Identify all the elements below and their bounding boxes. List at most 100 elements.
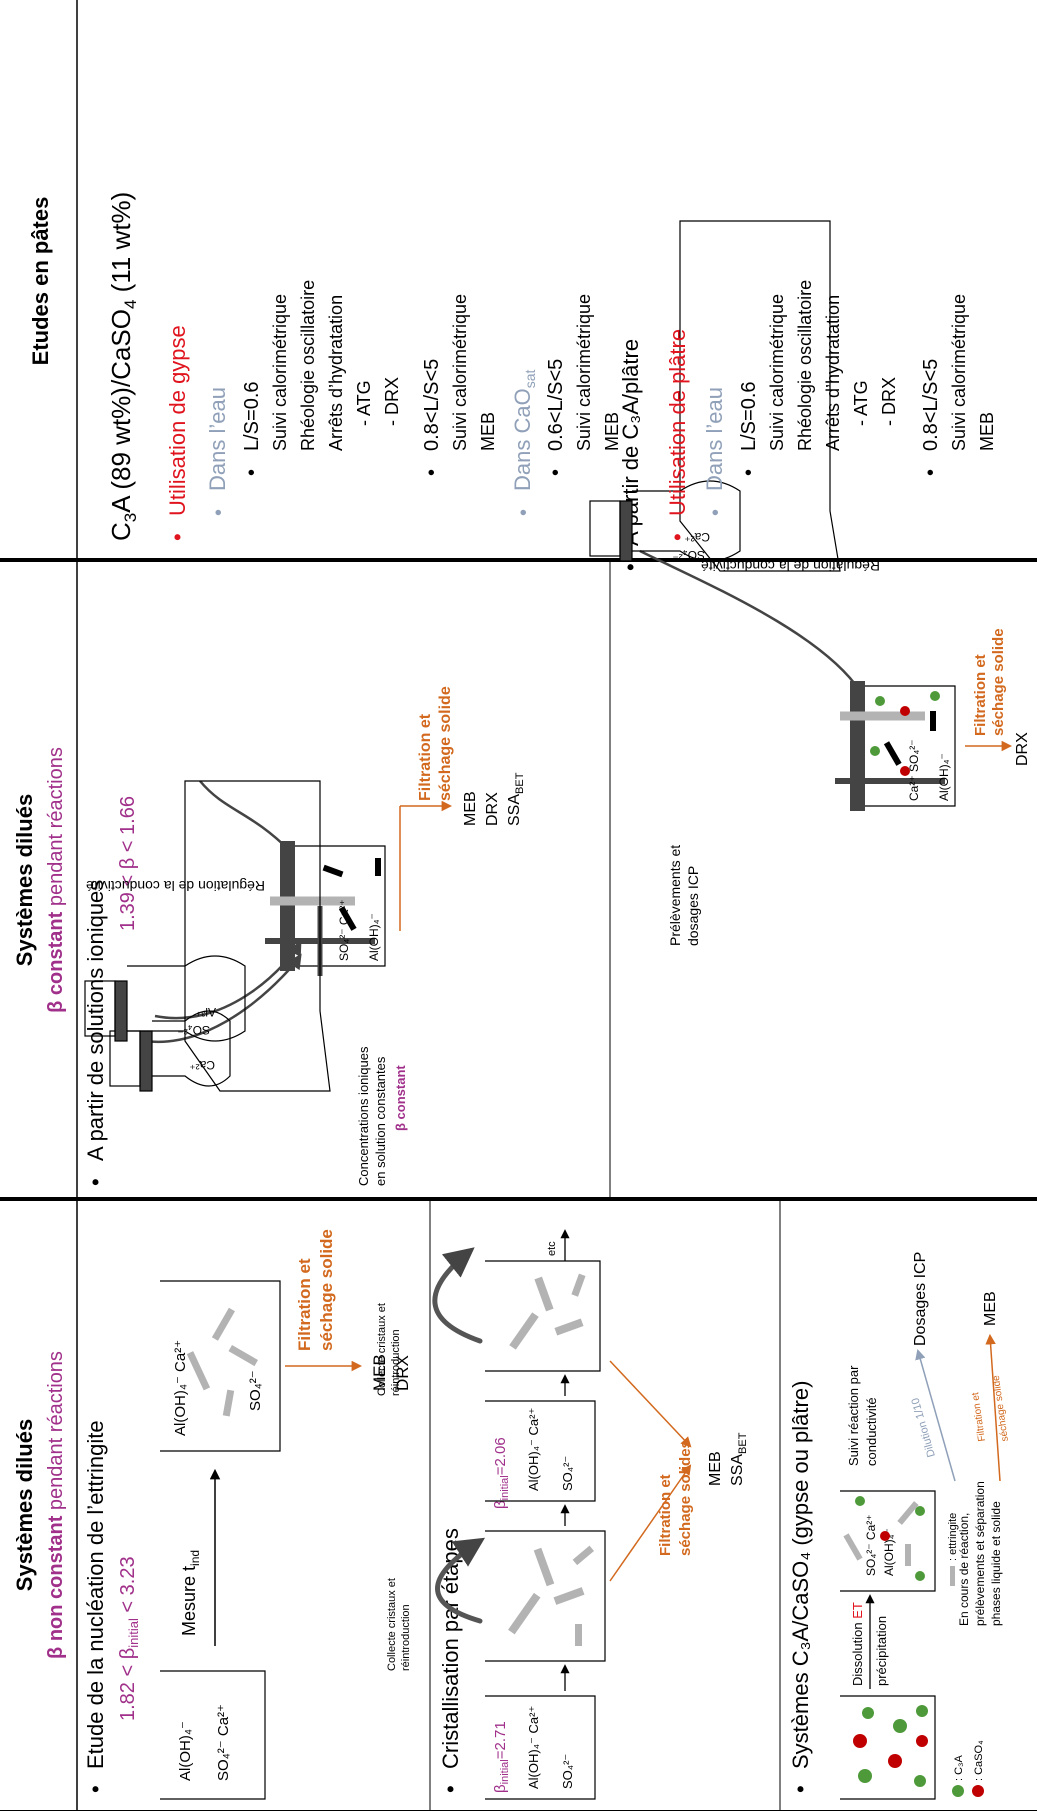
ionic-filtration-l1: Filtration et bbox=[417, 713, 434, 801]
systemes-cours-l2: prélèvements et séparation bbox=[973, 1481, 987, 1626]
header-left-subtitle: β non constant pendant réactions bbox=[45, 1351, 67, 1659]
nucleation-measure: Mesure tind bbox=[179, 1550, 202, 1636]
platre-tube bbox=[639, 549, 862, 692]
cristallisation-filtration-arrow-2 bbox=[609, 1360, 692, 1448]
ionic-bottle-2 bbox=[127, 955, 246, 1042]
ionic-result-l2: DRX bbox=[484, 792, 501, 826]
systemes-bullet: • bbox=[788, 1785, 813, 1793]
ionic-conc-l1: Concentrations ioniques bbox=[356, 1046, 371, 1186]
pates-rheo-2: Rhéologie oscillatoire bbox=[795, 280, 815, 451]
pates-platre: Utilisation de plâtre bbox=[665, 329, 690, 516]
pates-formula: C3A (89 wt%)/CaSO4 (11 wt%) bbox=[106, 192, 140, 541]
cristallisation-result-l1: MEB bbox=[707, 1451, 724, 1486]
cristallisation-beaker-1 bbox=[485, 1695, 596, 1800]
pates-eau2-bullet: • bbox=[705, 509, 727, 516]
platre-bottle-l1: SO₄²⁻ bbox=[672, 548, 705, 562]
ionic-bottle-1 bbox=[152, 1010, 231, 1087]
nucleation-beaker-2 bbox=[160, 1280, 281, 1452]
pates-arrets-2: Arrêts d’hydratation bbox=[823, 295, 843, 451]
pates-eau2: Dans l’eau bbox=[702, 387, 727, 491]
cristallisation-filtration-arrow-1 bbox=[609, 1464, 692, 1582]
systemes-cours-l3: phases liquide et solide bbox=[989, 1501, 1003, 1626]
platre-prelev-l2: dosages ICP bbox=[685, 866, 701, 946]
platre-reactor-ion-l1: Ca²⁺ SO₄²⁻ bbox=[907, 739, 921, 801]
ionic-conc-l2: en solution constantes bbox=[373, 1056, 388, 1186]
ionic-bullet: • bbox=[83, 1178, 108, 1186]
systemes-heading: Systèmes C₃A/CaSO₄ (gypse ou plâtre) bbox=[788, 1381, 813, 1769]
cristallisation-collect-2-l2: réintroduction bbox=[390, 1329, 402, 1396]
systemes-suivi-l2: conductivité bbox=[864, 1397, 879, 1466]
pates-rheo-1: Rhéologie oscillatoire bbox=[298, 280, 318, 451]
ionic-bottle-2-l2: Al³⁺ bbox=[195, 1005, 216, 1019]
platre-filtration-l1: Filtration et bbox=[972, 654, 989, 736]
systemes-beaker-1 bbox=[840, 1695, 936, 1800]
ionic-cap-2 bbox=[114, 980, 128, 1042]
pates-ls5-bullet-2: • bbox=[920, 469, 942, 476]
pates-ls06-2: L/S=0.6 bbox=[738, 381, 760, 451]
ionic-bath bbox=[184, 780, 331, 1092]
pates-suivi-5: Suivi calorimétrique bbox=[949, 294, 969, 451]
cristallisation-filtration-l2: séchage solides bbox=[677, 1440, 694, 1556]
systemes-beaker-2-ion-l1: SO₄²⁻ Ca²⁺ bbox=[864, 1514, 878, 1576]
section-platre: • A partir de C₃A/plâtre Prélèvements et… bbox=[589, 220, 1031, 946]
section-pates: C3A (89 wt%)/CaSO4 (11 wt%) • Utilisatio… bbox=[106, 192, 997, 541]
cristallisation-beta-2: βinitial=2.06 bbox=[492, 1437, 511, 1509]
legend-c3a-dot bbox=[952, 1785, 964, 1797]
pates-ls5-bullet-1: • bbox=[421, 469, 443, 476]
section-ionic: • A partir de solutions ioniques 1.39 < … bbox=[83, 686, 526, 1186]
section-cristallisation: • Cristallisation par étapes βinitial=2.… bbox=[376, 1229, 749, 1800]
section-nucleation: • Etude de la nucléation de l’ettringite… bbox=[83, 1229, 412, 1800]
platre-bottle bbox=[589, 220, 841, 572]
pates-meb-3: MEB bbox=[977, 412, 997, 451]
pates-ls5-1: 0.8<L/S<5 bbox=[421, 359, 443, 451]
cristallisation-filtration-l1: Filtration et bbox=[657, 1474, 674, 1556]
systemes-suivi-l1: Suivi réaction par bbox=[846, 1365, 861, 1466]
pates-atg-1: - ATG bbox=[354, 380, 374, 426]
pates-suivi-1: Suivi calorimétrique bbox=[270, 294, 290, 451]
pates-drx-2: - DRX bbox=[879, 377, 899, 426]
systemes-beaker-2 bbox=[840, 1490, 936, 1592]
nucleation-beaker-1-ion-l2: SO₄²⁻ Ca²⁺ bbox=[215, 1704, 232, 1781]
pates-ls06-bullet-2: • bbox=[738, 469, 760, 476]
pates-ls5b: 0.6<L/S<5 bbox=[545, 359, 567, 451]
nucleation-bullet: • bbox=[83, 1785, 108, 1793]
ionic-filtration-l2: séchage solide bbox=[437, 686, 454, 801]
platre-reactor-ion-l2: Al(OH)₄⁻ bbox=[937, 753, 951, 801]
platre-bottle-l2: Ca²⁺ bbox=[684, 530, 710, 544]
nucleation-filtration-l2: séchage solide bbox=[317, 1229, 336, 1351]
platre-bottle-body bbox=[632, 480, 741, 562]
systemes-filtration-arrow bbox=[985, 1333, 1001, 1482]
cristallisation-collect-1-l2: réintroduction bbox=[400, 1604, 412, 1671]
legend-ettringite: : ettringite bbox=[947, 1513, 959, 1561]
platre-reactor-vessel bbox=[865, 685, 956, 807]
header-middle-title: Systèmes dilués bbox=[12, 794, 37, 966]
ionic-heading: A partir de solutions ioniques bbox=[83, 880, 108, 1161]
ionic-bottle-1-label: Ca²⁺ bbox=[189, 1058, 215, 1072]
pates-arrets-1: Arrêts d’hydratation bbox=[326, 295, 346, 451]
header-middle: Systèmes dilués β constant pendant réact… bbox=[12, 747, 67, 1013]
cristallisation-beaker-4 bbox=[485, 1260, 601, 1372]
cristallisation-beaker-3-ion-l2: SO₄²⁻ bbox=[560, 1456, 575, 1491]
cristallisation-etc: etc bbox=[546, 1241, 558, 1256]
legend-c3a: : C₃A bbox=[953, 1754, 965, 1781]
cristallisation-bullet: • bbox=[438, 1785, 463, 1793]
nucleation-result-l1: MEB bbox=[370, 1354, 389, 1391]
pates-atg-2: - ATG bbox=[851, 380, 871, 426]
ionic-bottles bbox=[84, 780, 331, 1092]
pates-gypse-bullet: • bbox=[165, 533, 190, 541]
platre-result: DRX bbox=[1014, 732, 1031, 766]
systemes-filtration-l2: séchage solide bbox=[991, 1374, 1011, 1442]
cristallisation-beta-1: βinitial=2.71 bbox=[492, 1721, 511, 1793]
platre-filtration-l2: séchage solide bbox=[990, 628, 1007, 736]
nucleation-beaker-2-ion-l2: SO₄²⁻ bbox=[247, 1370, 264, 1411]
ionic-result-l3: SSABET bbox=[506, 772, 526, 826]
systemes-particles-2 bbox=[843, 1496, 925, 1581]
nucleation-filtration-l1: Filtration et bbox=[295, 1258, 314, 1351]
platre-bath bbox=[679, 220, 841, 572]
pates-meb-1: MEB bbox=[478, 412, 498, 451]
systemes-dissolution: Dissolution ET bbox=[850, 1602, 865, 1686]
cristallisation-beaker-3 bbox=[485, 1400, 596, 1502]
ionic-beaker-2 bbox=[84, 980, 116, 1037]
